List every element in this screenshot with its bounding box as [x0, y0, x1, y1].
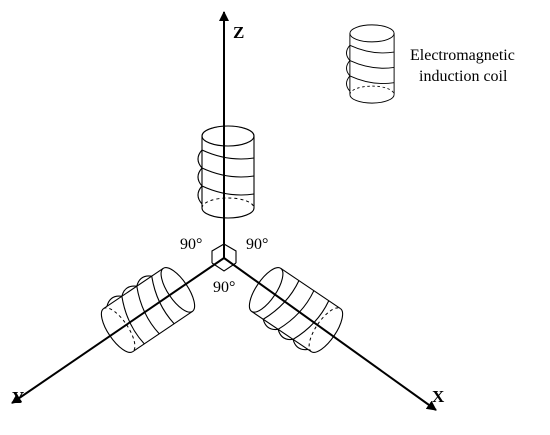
angle-label-bottom: 90°	[213, 279, 235, 296]
y-axis	[11, 257, 225, 404]
legend: Electromagnetic induction coil	[346, 24, 515, 104]
y-axis-label: Y	[12, 388, 24, 407]
z-axis-coil	[197, 125, 255, 219]
legend-coil-icon	[346, 24, 395, 104]
right-angle-markers	[211, 243, 237, 272]
angle-label-right: 90°	[246, 236, 268, 253]
legend-label-line1: Electromagnetic	[410, 47, 515, 64]
x-axis	[223, 257, 437, 411]
angle-label-left: 90°	[180, 236, 202, 253]
y-axis-coil	[92, 258, 202, 358]
legend-label-line2: induction coil	[419, 68, 508, 85]
x-axis-label: X	[432, 387, 445, 406]
x-axis-coil	[240, 262, 350, 362]
z-axis-label: Z	[233, 23, 244, 42]
